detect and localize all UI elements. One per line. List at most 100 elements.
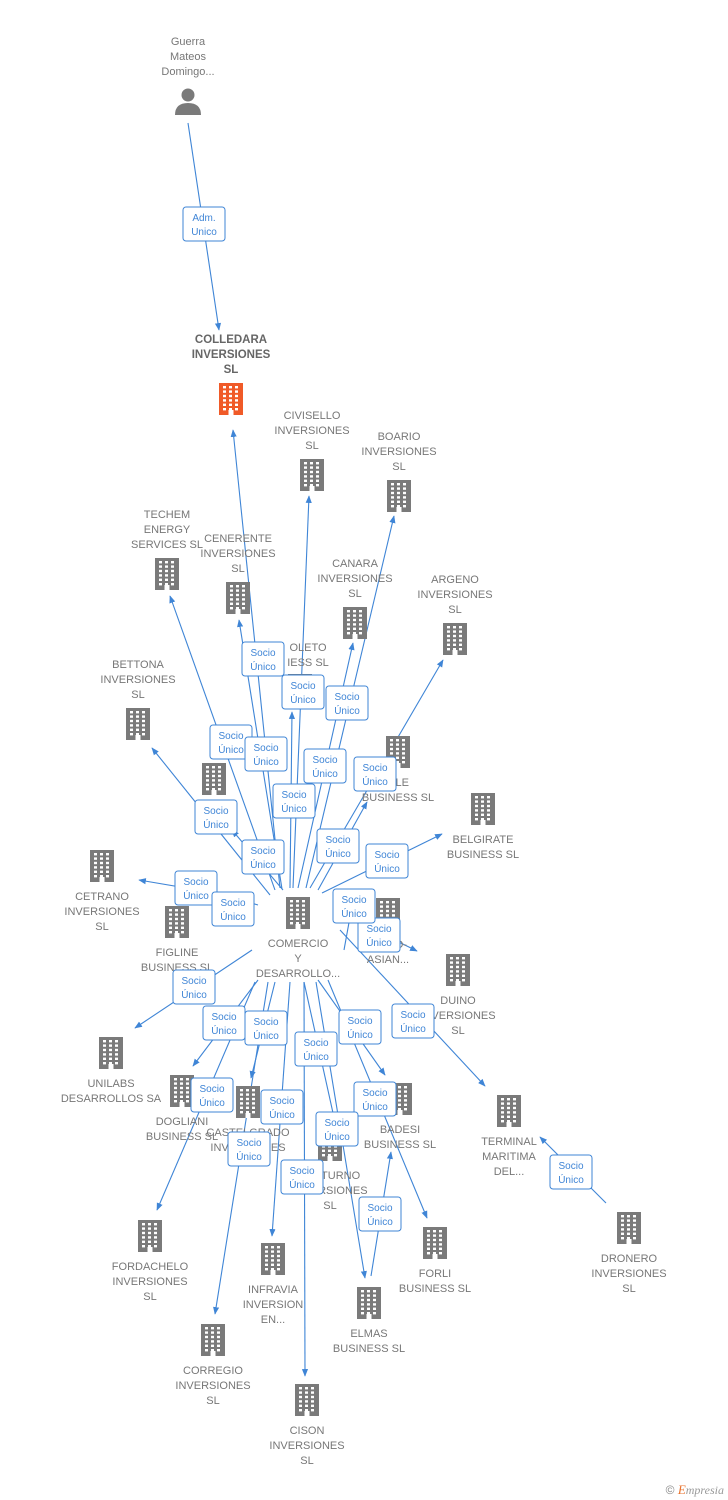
building-icon [261, 1243, 285, 1275]
node-comercio[interactable]: COMERCIOYDESARROLLO... [256, 897, 340, 980]
node-label-cison: SL [300, 1455, 313, 1467]
node-label-canara: CANARA [332, 558, 379, 570]
edge-label-text: Socio [290, 681, 315, 692]
node-label-cenerente: INVERSIONES [200, 548, 275, 560]
node-label-corregio: INVERSIONES [175, 1380, 250, 1392]
edge-label-text: Socio [211, 1012, 236, 1023]
node-label-colledara: COLLEDARA [195, 334, 267, 346]
node-label-dronero: INVERSIONES [591, 1268, 666, 1280]
edge-label-text: Único [324, 1130, 350, 1143]
node-label-comercio: Y [294, 953, 302, 965]
edge-label-text: Socio [362, 763, 387, 774]
building-icon [295, 1384, 319, 1416]
building-icon [201, 1324, 225, 1356]
edge-label-text: Socio [324, 1118, 349, 1129]
node-label-forli: FORLI [419, 1268, 451, 1280]
node-label-fordachelo: SL [143, 1291, 156, 1303]
edge-label-text: Único [281, 802, 307, 815]
edge-label-text: Único [347, 1028, 373, 1041]
node-label-badesi: BUSINESS SL [364, 1139, 436, 1151]
node-terminal[interactable]: TERMINALMARITIMADEL... [481, 1095, 537, 1178]
edge-label-text: Único [199, 1096, 225, 1109]
edge-label-text: Socio [281, 790, 306, 801]
node-label-guerra: Mateos [170, 51, 207, 63]
edge-label-guerra-to-colledara[interactable]: Adm.Unico [182, 206, 226, 242]
node-label-oleto: IESS SL [287, 657, 329, 669]
edge-label-text: Socio [253, 1017, 278, 1028]
node-label-techem: SERVICES SL [131, 539, 203, 551]
building-icon [90, 850, 114, 882]
node-guerra[interactable]: GuerraMateosDomingo... [161, 36, 215, 115]
node-label-elmas: BUSINESS SL [333, 1343, 405, 1355]
node-label-ibero: ASIAN... [367, 954, 409, 966]
node-label-guerra: Guerra [171, 36, 206, 48]
node-label-boario: INVERSIONES [361, 446, 436, 458]
node-infravia[interactable]: INFRAVIAINVERSIONEN... [243, 1243, 304, 1326]
edge-label-text: Único [250, 858, 276, 871]
edge-label-text: Único [183, 889, 209, 902]
edge-label-text: Único [253, 755, 279, 768]
edge-label-text: Único [303, 1050, 329, 1063]
node-label-corregio: SL [206, 1395, 219, 1407]
edge-label-text: Único [289, 1178, 315, 1191]
building-icon [387, 480, 411, 512]
node-label-guerra: Domingo... [161, 66, 214, 78]
edge-label-text: Único [203, 818, 229, 831]
node-label-techem: TECHEM [144, 509, 190, 521]
edge-label-text: Socio [341, 895, 366, 906]
edge-label-text: Adm. [192, 213, 215, 224]
